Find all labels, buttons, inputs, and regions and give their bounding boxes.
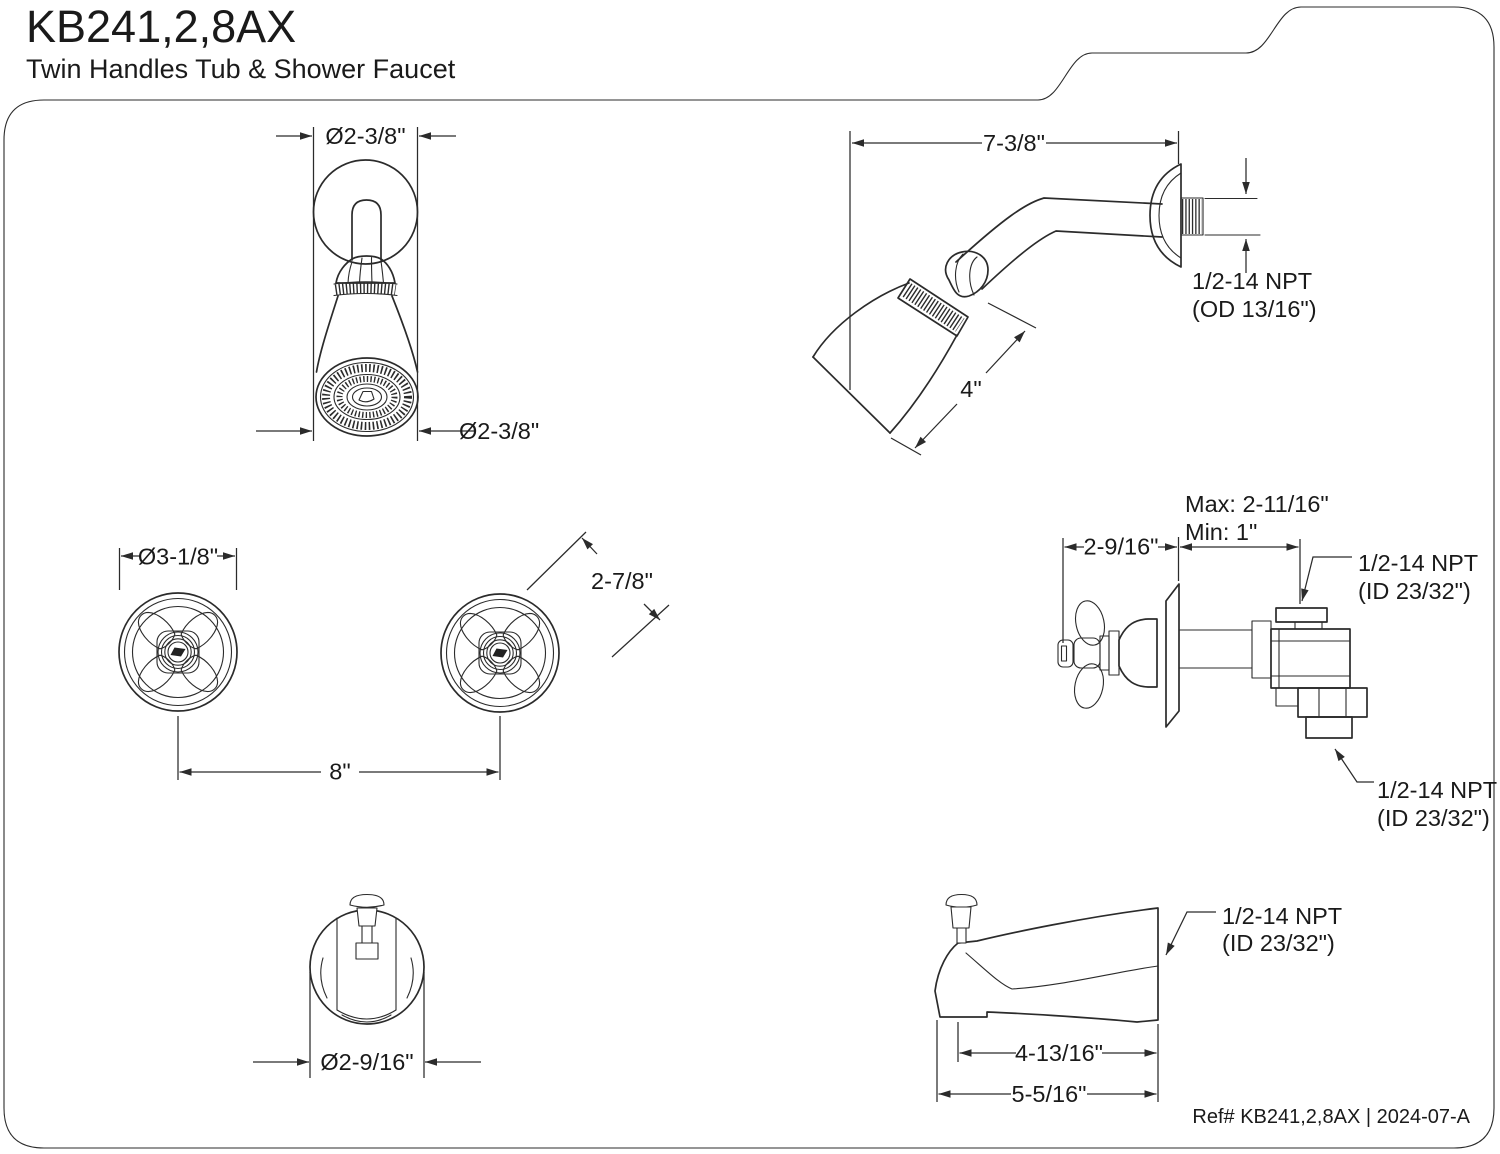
dim-handle-diameter: Ø3-1/8"	[138, 544, 218, 570]
leader-line	[1334, 748, 1374, 783]
dim-arm-length: 7-3/8"	[983, 130, 1045, 156]
dim-top-diameter: Ø2-3/8"	[325, 123, 405, 149]
extension-line	[118, 548, 238, 590]
extension-line	[526, 531, 587, 591]
spray-center	[358, 390, 375, 403]
hub	[478, 631, 522, 675]
dim-arrow	[985, 330, 1026, 374]
cross-handle-left	[118, 592, 238, 712]
spout-front-view: Ø2-9/16"	[253, 893, 481, 1078]
dim-arrow	[581, 537, 598, 555]
escutcheon-bell	[1118, 618, 1158, 688]
leader-line	[1301, 556, 1352, 602]
dim-bottom-diameter: Ø2-3/8"	[459, 418, 539, 444]
bottom-port	[1305, 716, 1353, 739]
showerhead-side-view: 7-3/8" 1/2-14 NPT (OD 13/16") 4"	[812, 130, 1317, 456]
diverter-knob-cap	[349, 893, 385, 908]
hex-nut	[1297, 687, 1368, 718]
extension-line	[890, 437, 922, 456]
extension-line	[177, 716, 501, 780]
spout-contour	[965, 952, 1159, 990]
handle-hub	[1073, 637, 1101, 669]
thread-note-line2: (ID 23/32")	[1222, 930, 1335, 956]
spout-barrel	[336, 917, 397, 1011]
coupling	[1251, 620, 1272, 679]
dim-spout-reach: 4-13/16"	[1015, 1040, 1103, 1066]
sheet-border	[3, 6, 1495, 1149]
thread-note-line1: 1/2-14 NPT	[1192, 268, 1312, 294]
thread-top-line2: (ID 23/32")	[1358, 578, 1471, 604]
screw-icon	[170, 647, 186, 657]
flange-circle	[312, 159, 419, 265]
shower-arm	[955, 197, 1163, 263]
dim-arrow	[914, 403, 958, 449]
diverter-knob	[356, 907, 378, 927]
spout-side-view: 1/2-14 NPT (ID 23/32") 4-13/16" 5-5/16"	[934, 893, 1342, 1107]
footer-ref: Ref# KB241,2,8AX | 2024-07-A	[1192, 1106, 1470, 1128]
thread-top-line1: 1/2-14 NPT	[1358, 550, 1478, 576]
dim-wall-max: Max: 2-11/16"	[1185, 491, 1329, 517]
ball-joint-nut	[944, 250, 989, 298]
valve-body	[1270, 628, 1351, 689]
serrated-ring	[336, 376, 398, 418]
dim-diameter: Ø2-9/16"	[320, 1049, 413, 1075]
threaded-nipple	[1180, 197, 1204, 236]
screw-icon	[492, 648, 508, 658]
serrated-ring	[322, 364, 412, 430]
dim-cross-width: 2-7/8"	[591, 568, 653, 594]
dim-head-face: 4"	[960, 376, 981, 402]
dim-arrow	[643, 603, 661, 621]
leader-line	[1165, 911, 1216, 956]
thread-note-line1: 1/2-14 NPT	[1222, 903, 1342, 929]
spray-face-rim	[315, 357, 419, 437]
thread-bottom-line1: 1/2-14 NPT	[1377, 777, 1497, 803]
title-block: KB241,2,8AX Twin Handles Tub & Shower Fa…	[26, 2, 455, 85]
dim-center-spacing: 8"	[329, 759, 350, 785]
dim-wall-min: Min: 1"	[1185, 519, 1257, 545]
thread-note-line2: (OD 13/16")	[1192, 296, 1317, 322]
hub	[156, 630, 200, 674]
diverter-knob	[950, 906, 972, 929]
dim-overall-length: 5-5/16"	[1012, 1081, 1087, 1107]
thread-bottom-line2: (ID 23/32")	[1377, 805, 1490, 831]
handles-front-view: Ø3-1/8" 2-7/8" 8"	[118, 531, 670, 785]
extension-line	[611, 604, 670, 658]
valve-side-view: 2-9/16" Max: 2-11/16" Min: 1" 1/2-14 NPT…	[1057, 491, 1497, 831]
head-cone	[315, 295, 419, 373]
page-subtitle: Twin Handles Tub & Shower Faucet	[26, 53, 456, 84]
valve-stem	[1178, 629, 1253, 669]
dim-handle-depth: 2-9/16"	[1084, 534, 1159, 560]
page-title: KB241,2,8AX	[26, 1, 297, 52]
extension-line	[987, 302, 1037, 329]
wall-plate	[1165, 583, 1180, 728]
handle-front-arm	[1057, 639, 1074, 668]
collar	[335, 255, 396, 284]
wall-flange	[1149, 163, 1182, 268]
knurl-band	[334, 282, 397, 296]
head-face	[812, 356, 891, 434]
extension-line	[309, 972, 425, 1078]
handle-lobe-bottom	[1073, 663, 1105, 709]
arm-front	[351, 199, 382, 261]
cross-handle-right	[440, 593, 560, 713]
spout-body	[934, 907, 1159, 1023]
showerhead-front-view: Ø2-3/8" Ø2-3/8"	[256, 123, 539, 444]
diverter-knob-cap	[945, 893, 978, 908]
knurl-band	[897, 278, 969, 337]
handle-lobe-top	[1074, 600, 1106, 646]
top-port	[1275, 607, 1328, 623]
